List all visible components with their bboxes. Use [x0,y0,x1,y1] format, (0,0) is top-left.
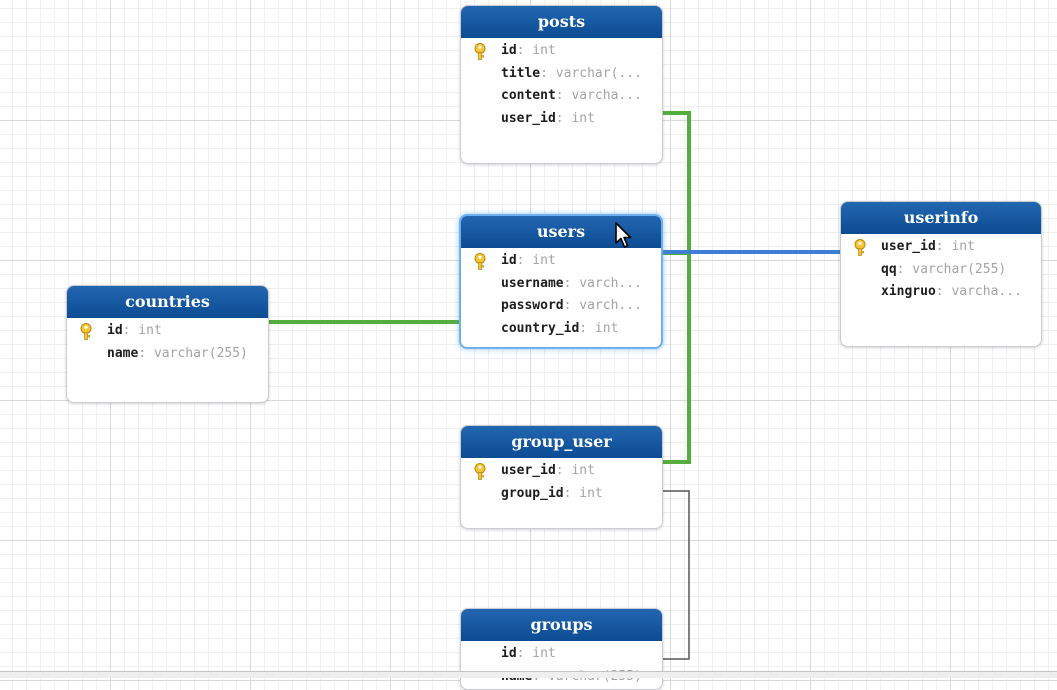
field-separator: : [896,261,905,277]
field-row[interactable]: id: int [461,250,661,273]
field-name: xingruo [881,284,936,300]
field-type: varchar(255) [146,345,248,361]
table-header[interactable]: posts [461,6,662,38]
field-name: user_id [501,111,556,127]
field-type: int [587,321,619,337]
key-icon [473,463,487,480]
field-row[interactable]: username: varch... [461,273,661,296]
field-separator: : [555,463,564,478]
field-name: qq [881,261,897,277]
field-name: id [107,323,123,338]
field-type: int [563,463,595,478]
field-row[interactable]: content: varcha... [461,85,662,108]
field-separator: : [935,284,944,300]
field-separator: : [540,65,548,81]
field-separator: : [935,239,944,254]
field-type: int [524,43,556,58]
relation-group-user-users[interactable] [660,253,691,464]
field-type: varcha... [563,88,642,104]
field-name: content [501,88,556,104]
field-separator: : [516,43,525,58]
field-row[interactable]: user_id: int [841,236,1041,259]
field-name: password [501,298,564,314]
field-name: id [501,253,517,268]
field-name: group_id [501,485,564,501]
field-row[interactable]: id: int [461,40,662,63]
field-type: varch... [571,298,642,314]
field-name: id [501,646,517,661]
key-icon [473,43,487,60]
field-separator: : [563,275,572,291]
field-separator: : [555,88,564,104]
field-separator: : [563,485,572,501]
key-icon [473,253,487,270]
field-row[interactable]: id: int [461,643,662,666]
field-separator: : [563,298,572,314]
field-row[interactable]: country_id: int [461,318,661,341]
field-separator: : [579,321,588,337]
field-name: id [501,43,517,58]
key-icon [79,323,93,340]
table-header[interactable]: group_user [461,426,662,458]
field-type: int [571,485,603,501]
field-separator: : [122,323,131,338]
field-type: varchar(... [547,65,642,81]
field-type: int [524,253,556,268]
relation-posts-users[interactable] [660,111,691,255]
field-type: int [130,323,162,338]
field-row[interactable]: title: varchar(... [461,63,662,86]
field-name: user_id [881,239,936,254]
field-name: country_id [501,321,580,337]
relation-group-user-groups[interactable] [660,490,690,660]
field-type: int [563,111,595,127]
table-header[interactable]: userinfo [841,202,1041,234]
field-type: int [943,239,975,254]
field-name: username [501,275,564,291]
field-type: varch... [571,275,642,291]
field-row[interactable]: user_id: int [461,108,662,131]
table-header[interactable]: users [461,216,661,248]
field-name: name [107,345,139,361]
field-type: varcha... [943,284,1022,300]
field-row[interactable]: name: varchar(255) [67,343,268,366]
field-row[interactable]: qq: varchar(255) [841,259,1041,282]
table-header[interactable]: groups [461,609,662,641]
field-name: user_id [501,463,556,478]
field-name: title [501,65,541,81]
bottom-scroll-strip [0,671,1057,678]
field-separator: : [555,111,564,127]
mouse-pointer-icon [615,222,632,248]
field-type: varchar(255) [904,261,1007,277]
field-type: int [524,646,556,661]
field-separator: : [516,253,525,268]
field-row[interactable]: id: int [67,320,268,343]
field-separator: : [138,345,147,361]
field-row[interactable]: password: varch... [461,295,661,318]
field-row[interactable]: xingruo: varcha... [841,281,1041,304]
key-icon [853,239,867,256]
table-header[interactable]: countries [67,286,268,318]
field-separator: : [516,646,525,661]
field-row[interactable]: user_id: int [461,460,662,483]
field-row[interactable]: group_id: int [461,483,662,506]
